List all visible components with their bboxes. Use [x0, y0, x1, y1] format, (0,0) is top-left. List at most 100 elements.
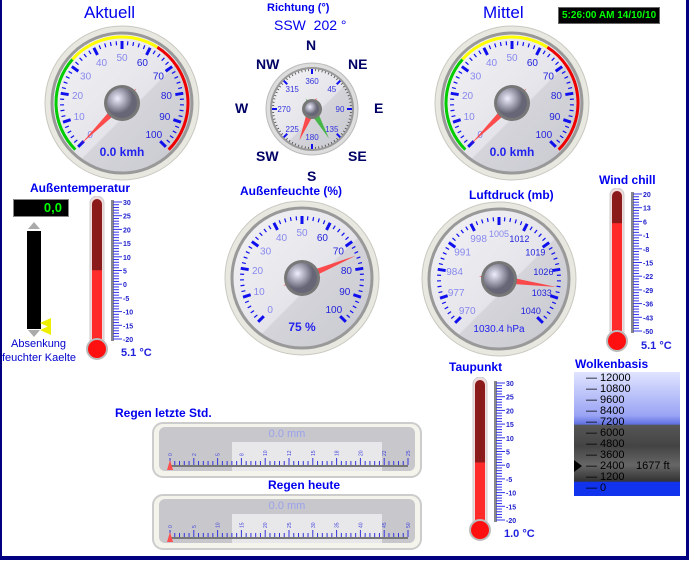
- compass-tick: [288, 139, 291, 142]
- gauge-hub: [305, 102, 319, 116]
- gauge-tick-label: 30: [80, 72, 92, 83]
- gauge-tick-label: 0: [267, 305, 273, 316]
- scale-label: -15: [643, 261, 653, 268]
- gauge-tick: [465, 226, 469, 231]
- gauge-tick: [325, 222, 332, 231]
- compass-tick: [342, 130, 345, 133]
- slider-thumb-icon[interactable]: [40, 318, 51, 328]
- thermometer-bulb: [86, 338, 108, 360]
- gauge-tick: [555, 291, 560, 294]
- compass-tick: [285, 137, 288, 140]
- rain-scale-label: 20: [358, 450, 364, 456]
- scale-label: 20: [506, 408, 514, 415]
- slider-up-arrow-icon[interactable]: [28, 222, 40, 229]
- gauge-tick-label: 20: [462, 91, 474, 102]
- gauge-tick: [61, 87, 66, 90]
- gauge-tick: [337, 228, 341, 233]
- scale-label: 30: [123, 200, 131, 207]
- cloud-base-scale-label: — 9600: [586, 394, 625, 406]
- scale-label: -15: [123, 323, 133, 330]
- compass-sw: SW: [256, 148, 279, 164]
- compass-tick: [279, 130, 282, 133]
- rain-scale-label: 15: [239, 522, 245, 528]
- absenkung-display: 0,0: [13, 199, 69, 217]
- rain-readout: 0.0 mm: [269, 500, 306, 512]
- gauge-tick: [438, 291, 443, 294]
- rain-scale-label: 40: [358, 522, 364, 528]
- compass-ne: NE: [348, 56, 368, 72]
- gauge-tick: [67, 130, 72, 134]
- gauge-tick: [454, 316, 462, 324]
- gauge-hub: [497, 88, 527, 118]
- gauge-tick: [514, 219, 517, 224]
- rain-scale-label: 15: [311, 450, 317, 456]
- gauge-tick: [481, 219, 484, 224]
- gauge-tick-label: 20: [252, 266, 264, 277]
- gauge-tick-label: 10: [74, 112, 86, 123]
- compass-tick: [327, 72, 330, 75]
- direction-title: Richtung (°): [267, 2, 330, 14]
- gauge-tick: [555, 61, 559, 66]
- rain-scale-label: 35: [335, 522, 341, 528]
- mittel-title: Mittel: [483, 3, 524, 22]
- gauge-tick: [83, 53, 87, 58]
- compass-se: SE: [348, 148, 367, 164]
- gauge-tick-label: 100: [145, 130, 162, 141]
- gauge-tick: [165, 61, 169, 66]
- gauge-tick: [488, 45, 492, 50]
- gauge-readout: 0.0 kmh: [100, 145, 145, 159]
- outdoor-temp-readout: 5.1 °C: [121, 347, 152, 359]
- gauge-tick-label: 50: [296, 228, 308, 239]
- compass-tick: [274, 121, 277, 124]
- compass-tick: [330, 141, 333, 144]
- slider-thumb-icon[interactable]: [40, 325, 51, 335]
- gauge-tick: [142, 45, 146, 50]
- gauge-tick: [159, 140, 167, 148]
- cloud-base-scale-label: — 2400: [586, 460, 625, 472]
- scale-label: 15: [123, 241, 131, 248]
- scale-label: 0: [506, 463, 510, 470]
- gauge-tick-label: 30: [470, 72, 482, 83]
- rain-today-title: Regen heute: [268, 478, 341, 492]
- gauge-tick: [451, 87, 456, 90]
- cloud-base-marker-icon: [574, 460, 582, 472]
- gauge-color-band: [156, 46, 190, 151]
- gauge-tick: [475, 221, 479, 226]
- scale-label: 15: [506, 422, 514, 429]
- gauge-tick: [555, 263, 560, 266]
- compass-n: N: [306, 37, 317, 53]
- compass-tick: [274, 94, 277, 97]
- rain-pointer-icon: [167, 460, 173, 470]
- gauge-tick: [259, 232, 263, 237]
- compass-tick: [297, 71, 300, 74]
- gauge-tick: [64, 125, 70, 129]
- avg-wind-speed-gauge: 01020304050607080901000.0 kmh: [432, 23, 592, 183]
- scale-label: 0: [123, 282, 127, 289]
- compass-tick: [340, 82, 343, 85]
- gauge-tick: [68, 70, 73, 74]
- gauge-color-band: [71, 35, 159, 61]
- scale-label: -10: [123, 310, 133, 317]
- compass-tick: [279, 85, 282, 88]
- gauge-tick: [332, 225, 336, 230]
- rain-scale-label: 45: [382, 522, 388, 528]
- gauge-tick: [341, 232, 345, 237]
- compass-tick: [291, 74, 294, 77]
- clock-display: 5:26:00 AM 14/10/10: [558, 7, 661, 24]
- gauge-tick: [441, 301, 447, 305]
- gauge-tick-label: 991: [454, 248, 471, 259]
- compass-s: S: [307, 168, 317, 184]
- gauge-tick-label: 70: [543, 72, 555, 83]
- gauge-tick: [132, 41, 135, 47]
- gauge-tick: [263, 228, 267, 233]
- cloud-base-title: Wolkenbasis: [575, 357, 649, 371]
- thermometer-fill: [612, 223, 622, 340]
- absenkung-slider[interactable]: [27, 231, 41, 329]
- cloud-base-scale-label: — 1200: [586, 471, 625, 483]
- slider-down-arrow-icon[interactable]: [28, 330, 40, 337]
- gauge-tick: [494, 43, 497, 48]
- gauge-tick-label: 40: [276, 233, 288, 244]
